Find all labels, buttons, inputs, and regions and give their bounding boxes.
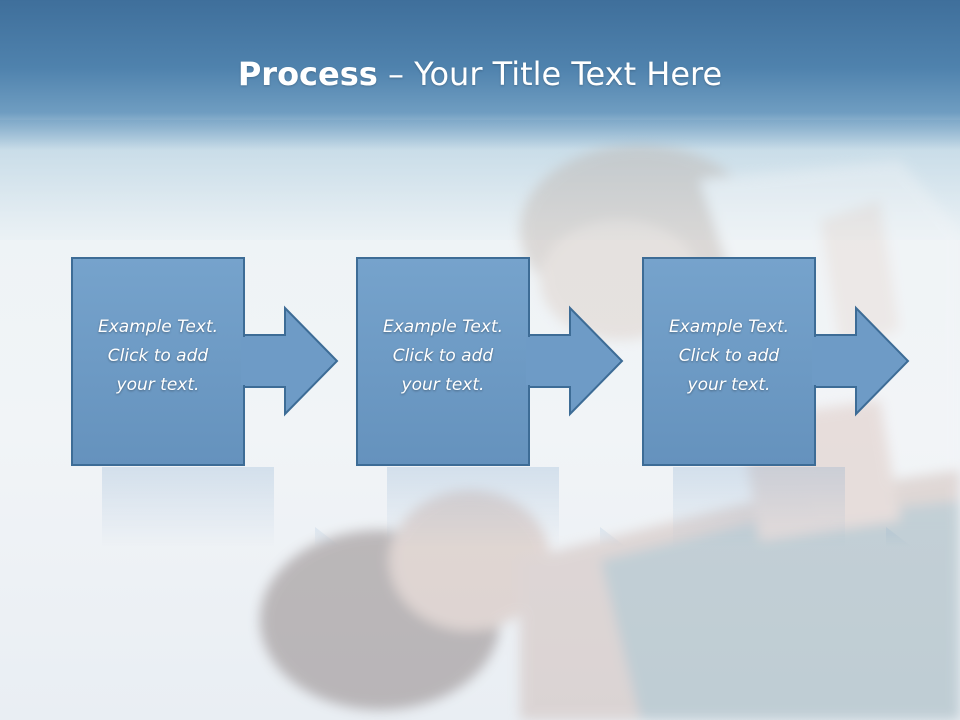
- step-line-2: Click to add: [392, 346, 494, 366]
- step-reflection: [673, 467, 912, 547]
- step-line-1: Example Text.: [97, 317, 219, 337]
- right-arrow-icon: [243, 305, 339, 417]
- right-arrow-icon: [528, 305, 624, 417]
- step-text: Example Text. Click to add your text.: [356, 313, 530, 400]
- step-reflection: [102, 467, 341, 547]
- step-shape: [356, 257, 624, 466]
- title-bold: Process: [237, 55, 378, 93]
- step-line-2: Click to add: [107, 346, 209, 366]
- process-step-1[interactable]: Example Text. Click to add your text.: [71, 257, 411, 467]
- title-band: [0, 0, 960, 150]
- right-arrow-icon: [814, 305, 910, 417]
- step-line-3: your text.: [401, 375, 485, 395]
- step-shape: [71, 257, 339, 466]
- step-shape: [642, 257, 910, 466]
- step-text: Example Text. Click to add your text.: [71, 313, 245, 400]
- step-line-3: your text.: [687, 375, 771, 395]
- title-rest: – Your Title Text Here: [377, 55, 723, 93]
- step-reflection: [387, 467, 626, 547]
- slide-title[interactable]: Process – Your Title Text Here: [0, 52, 960, 96]
- process-step-2[interactable]: Example Text. Click to add your text.: [356, 257, 696, 467]
- step-line-2: Click to add: [678, 346, 780, 366]
- step-line-3: your text.: [116, 375, 200, 395]
- step-line-1: Example Text.: [382, 317, 504, 337]
- process-step-3[interactable]: Example Text. Click to add your text.: [642, 257, 960, 467]
- step-line-1: Example Text.: [668, 317, 790, 337]
- step-text: Example Text. Click to add your text.: [642, 313, 816, 400]
